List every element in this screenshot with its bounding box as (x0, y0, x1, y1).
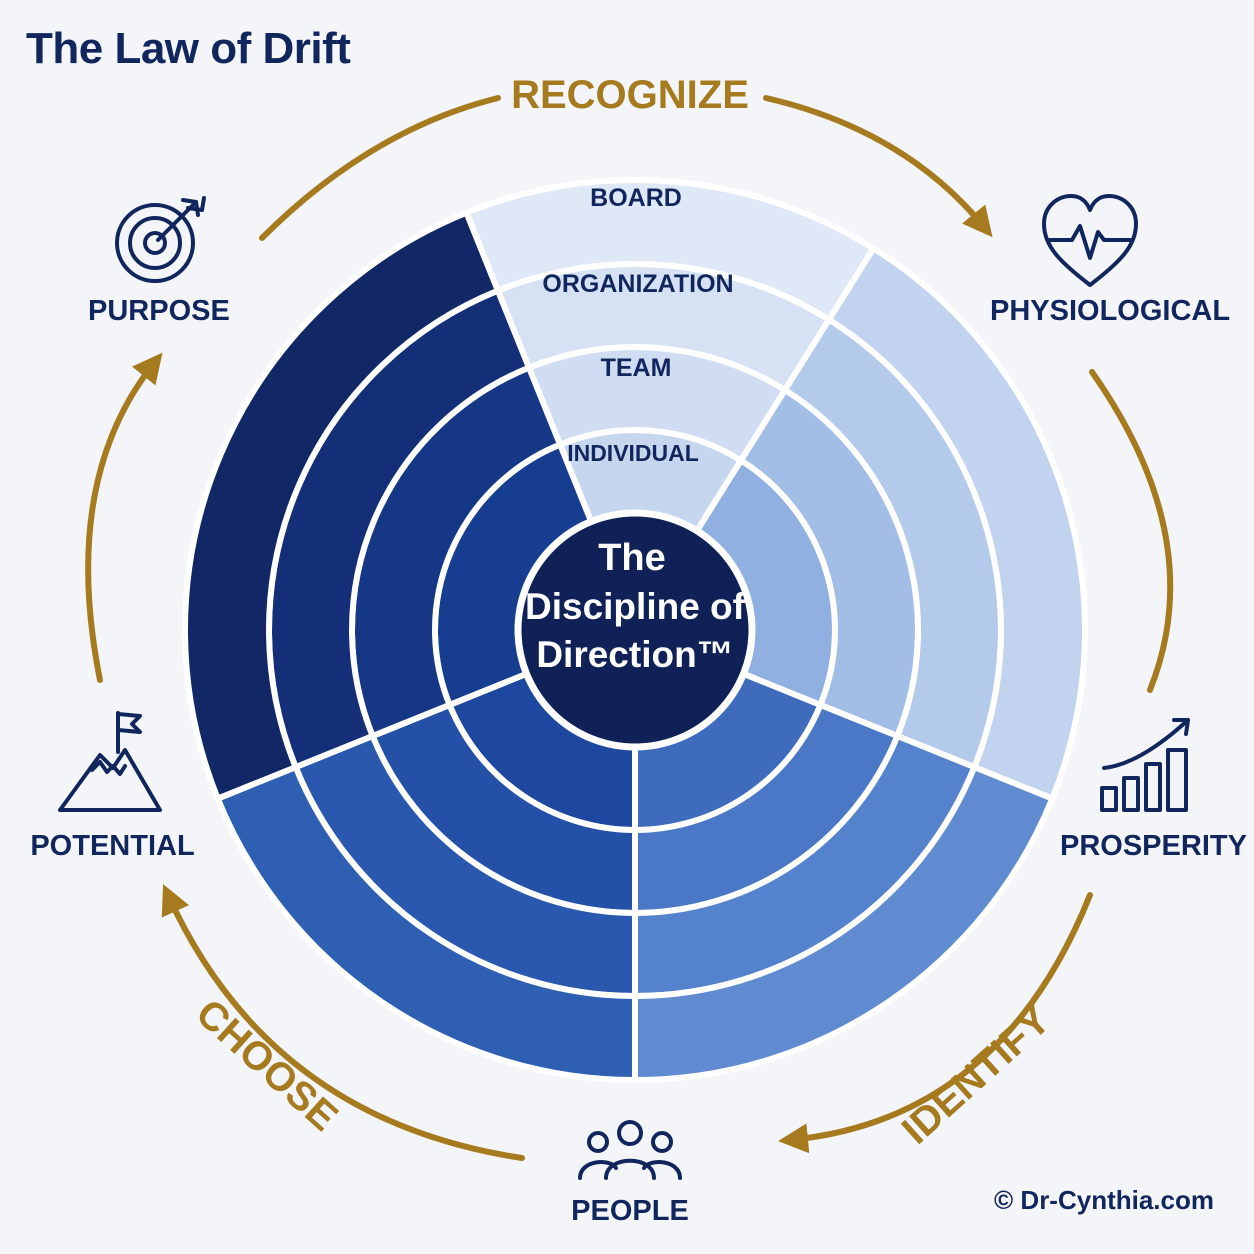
ring-label-board: BOARD (590, 184, 682, 212)
center-title-line3: Direction™ (536, 634, 733, 675)
wheel-segment-left-board (182, 209, 501, 802)
center-title-line1: The (598, 537, 666, 579)
center-circle (514, 509, 756, 751)
node-label-purpose: PURPOSE (88, 295, 230, 327)
people-icon (578, 1120, 682, 1180)
target-icon (115, 196, 206, 283)
cycle-arc-people-potential (161, 884, 525, 1161)
copyright-text: © Dr-Cynthia.com (994, 1185, 1214, 1215)
cycle-arc-physio-prosperity (1089, 369, 1174, 693)
cycle-label-recognize: RECOGNIZE (511, 73, 749, 117)
node-label-physiological: PHYSIOLOGICAL (990, 295, 1231, 327)
cycle-label-identify: IDENTIFY (894, 998, 1059, 1153)
node-label-prosperity: PROSPERITY (1060, 830, 1247, 862)
ring-label-organization: ORGANIZATION (542, 270, 733, 298)
cycle-arc-potential-purpose (85, 352, 163, 683)
cycle-arc-prosperity-people (778, 892, 1093, 1154)
cycle-label-choose: CHOOSE (188, 991, 346, 1140)
ring-label-individual: INDIVIDUAL (567, 440, 699, 466)
cycle-arc-recognize-left (259, 95, 501, 241)
growth-chart-icon (1100, 718, 1190, 812)
page-title: The Law of Drift (26, 24, 351, 73)
node-label-people: PEOPLE (571, 1195, 689, 1227)
cycle-arrows (85, 95, 1174, 1161)
node-label-potential: POTENTIAL (30, 830, 195, 862)
center-title-line2: Discipline of (525, 586, 746, 627)
mountain-flag-icon (58, 711, 162, 812)
ring-label-team: TEAM (601, 354, 672, 382)
cycle-arc-recognize-right (763, 95, 993, 238)
heartbeat-icon (1042, 194, 1138, 287)
wheel (182, 177, 1088, 1083)
